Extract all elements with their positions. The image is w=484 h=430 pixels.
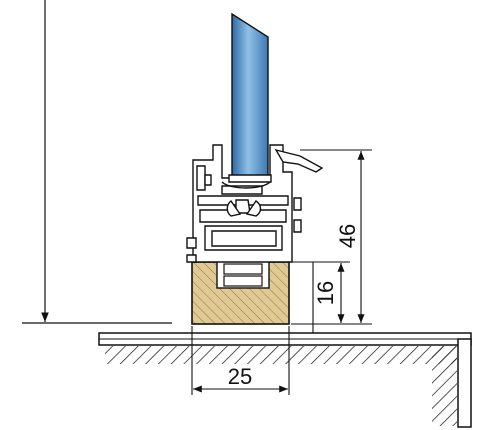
total-height-dimension-label: 46 [335, 224, 360, 248]
base-height-dimension-label: 16 [313, 281, 338, 305]
floor-slab [98, 332, 472, 428]
glass-panel [221, 12, 272, 189]
width-dimension-label: 25 [228, 364, 252, 389]
wood-base-block [191, 255, 290, 325]
dimension-width: 25 [191, 326, 290, 395]
dimension-base-height: 16 [292, 261, 350, 333]
dimension-total-height: 46 [291, 149, 372, 325]
left-reference-line [22, 0, 172, 324]
aluminium-profile [186, 144, 324, 263]
